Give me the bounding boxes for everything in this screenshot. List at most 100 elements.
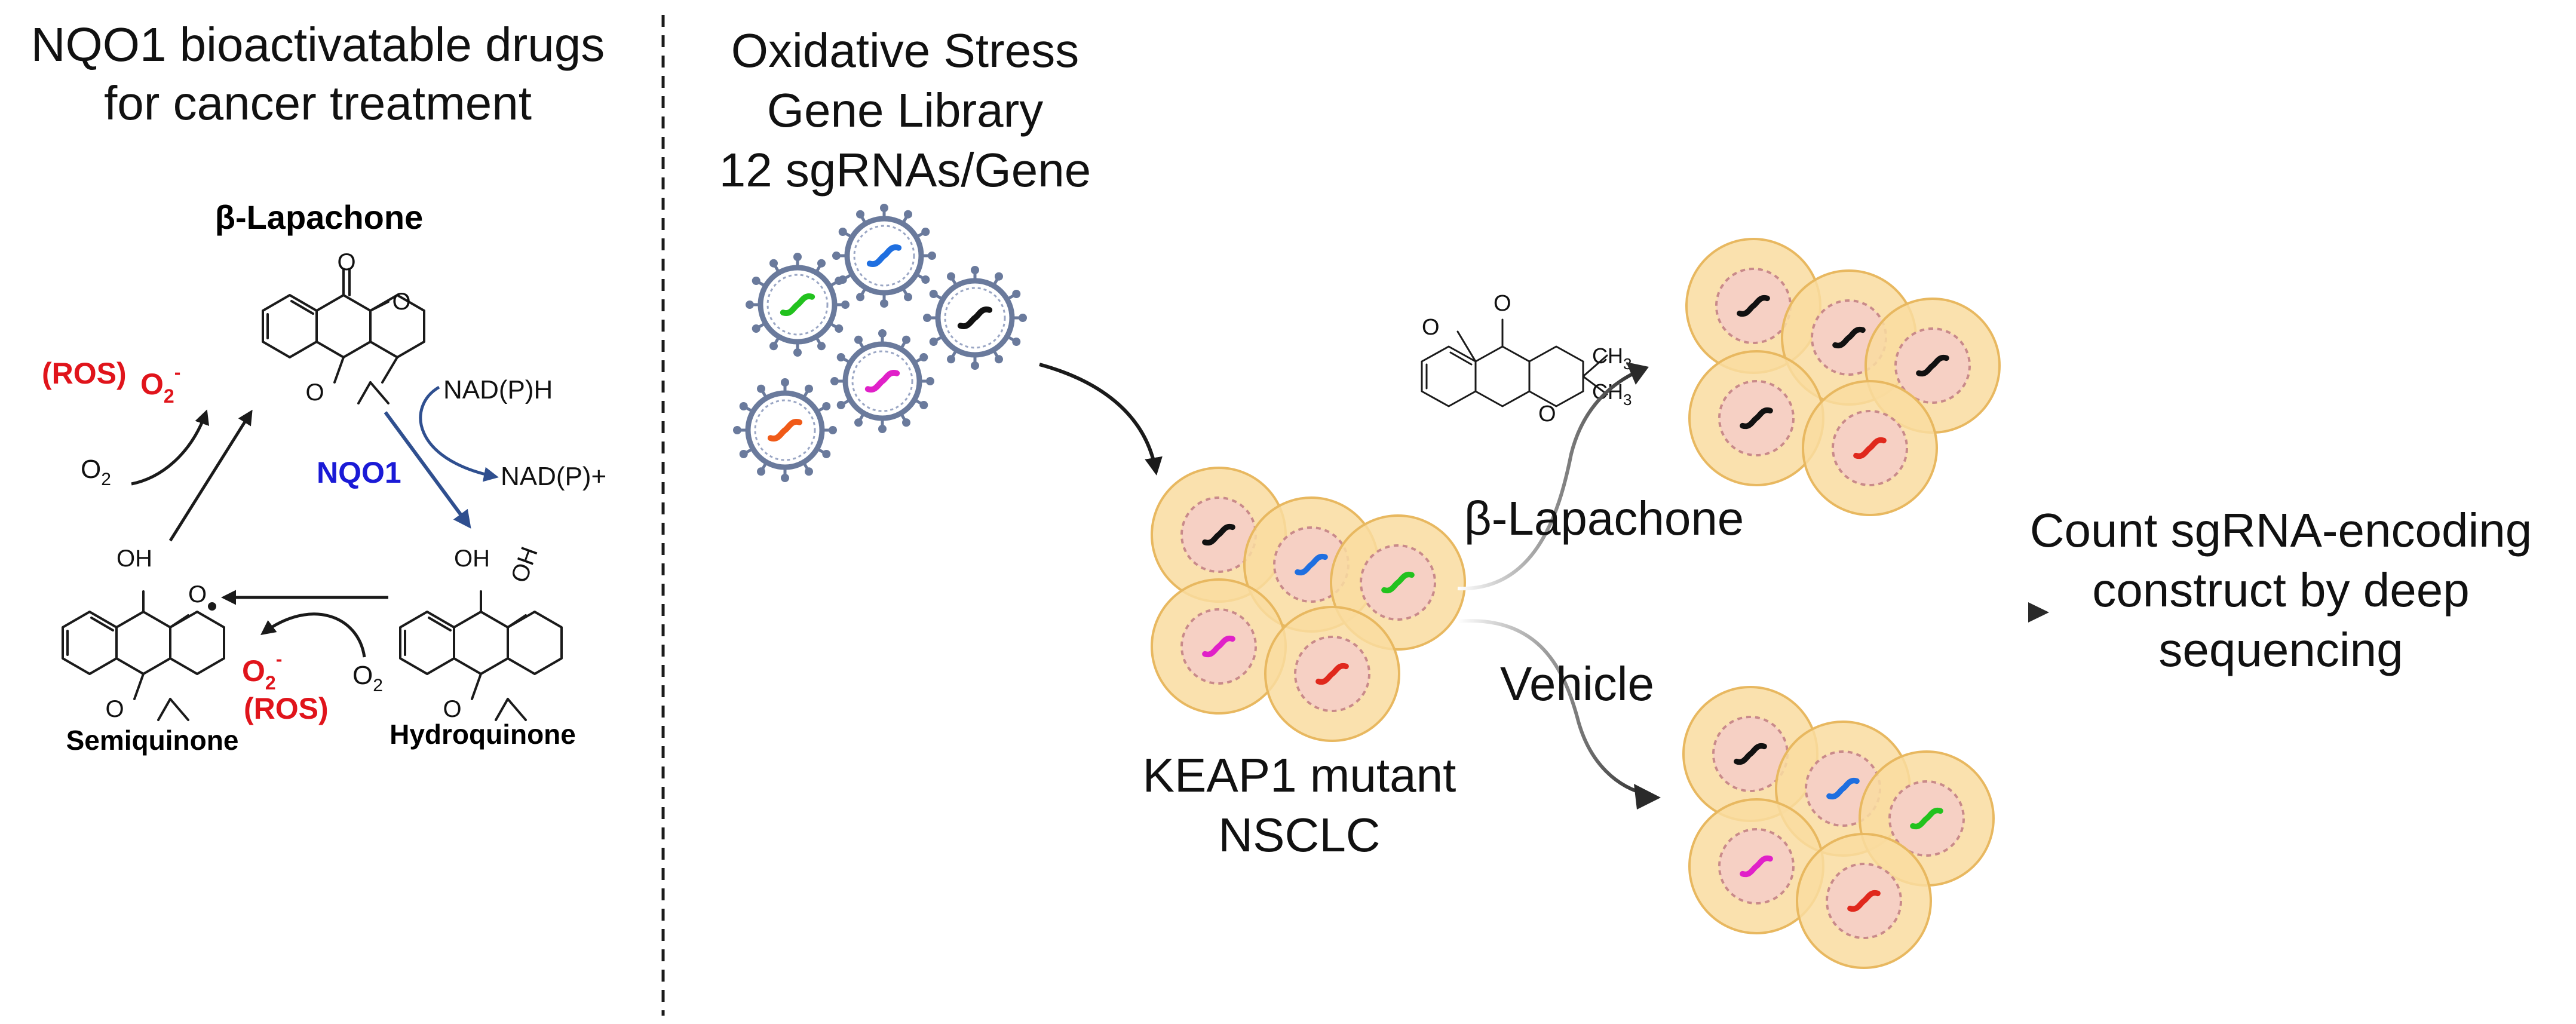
nadph-label: NAD(P)H	[443, 375, 553, 404]
sgrna-squiggle	[866, 244, 902, 267]
virus-spike-tip	[919, 401, 928, 409]
lentivirus-particle	[746, 253, 850, 357]
quinone-oxygen-1: O	[337, 249, 355, 275]
sgrna-squiggle	[1916, 354, 1949, 377]
virus-spike-tip	[878, 425, 887, 433]
vehicle-treatment-arrow	[1457, 619, 1649, 796]
virus-spike-tip	[835, 277, 844, 285]
virus-spike-tip	[817, 259, 826, 268]
lapachone-arrowhead	[1626, 362, 1649, 385]
virus-spike-tip	[919, 353, 928, 361]
cell	[1802, 380, 1938, 516]
virus-spike-tip	[769, 259, 778, 268]
beta-lapachone-molecule	[1421, 318, 1608, 407]
drug-ring-oxygen: O	[1538, 401, 1556, 427]
ring-oxygen: O	[305, 379, 324, 406]
virus-spike-tip	[904, 210, 912, 219]
semiquinone-label: Semiquinone	[66, 725, 239, 756]
cells-label-line1: KEAP1 mutant	[1143, 749, 1456, 802]
ros-label-top: (ROS)	[42, 357, 127, 390]
virus-spike-tip	[757, 467, 765, 476]
transduction-arrow	[1039, 363, 1163, 476]
virus-capsid	[766, 274, 829, 336]
virus-spike-tip	[1012, 338, 1021, 346]
library-title-line1: Oxidative Stress	[731, 24, 1079, 77]
virus-spike-tip	[832, 252, 841, 260]
sgrna-squiggle	[1910, 807, 1943, 830]
virus-spike-tip	[929, 338, 938, 346]
readout-line3: sequencing	[2158, 623, 2403, 676]
hydroquinone-structure	[399, 590, 563, 721]
sgrna-squiggle	[957, 306, 993, 329]
radical-dot	[208, 602, 216, 611]
virus-spike-tip	[971, 266, 979, 274]
virus-spike-tip	[1012, 290, 1021, 298]
lentivirus-particle	[832, 204, 936, 308]
library-title-line2: Gene Library	[767, 84, 1043, 137]
virus-spike-tip	[928, 252, 936, 260]
virus-spike-tip	[829, 426, 837, 434]
virus-spike-tip	[904, 293, 912, 302]
sgrna-squiggle	[1737, 295, 1770, 317]
oxygen-bottom: O2	[352, 661, 383, 695]
virus-spike-tip	[856, 210, 864, 219]
semiquinone-structure	[62, 590, 225, 721]
virus-spike-tip	[971, 361, 979, 370]
virus-capsid	[851, 350, 913, 412]
virus-spike-tip	[733, 426, 741, 434]
cell	[1796, 833, 1932, 969]
virus-spike-tip	[947, 272, 955, 281]
sgrna-squiggle	[780, 293, 815, 316]
virus-spike-tip	[781, 474, 789, 482]
cells-label-line2: NSCLC	[1218, 808, 1380, 861]
virus-spike-tip	[921, 275, 930, 284]
nqo1-label: NQO1	[317, 456, 401, 489]
lapachone-treated-cells	[1685, 238, 2001, 516]
virus-spike-tip	[856, 293, 864, 302]
vehicle-arrowhead	[1634, 784, 1661, 810]
virus-spike-tip	[835, 324, 844, 333]
nqo1-reduction-arrow	[384, 411, 471, 529]
sgrna-squiggle	[1740, 855, 1773, 878]
virus-spike-tip	[854, 335, 863, 344]
semiquinone-oxygen: O	[188, 581, 207, 608]
sgrna-squiggle	[1202, 523, 1235, 546]
hydroquinone-oh-1: OH	[454, 545, 490, 572]
lapachone-treatment-label: β-Lapachone	[1464, 492, 1744, 545]
virus-spike-tip	[880, 204, 888, 212]
virus-spike-tip	[739, 402, 748, 410]
sgrna-squiggle	[1381, 571, 1415, 594]
sgrna-squiggle	[1826, 777, 1860, 800]
compound-name-label: β-Lapachone	[215, 198, 423, 236]
nadp-label: NAD(P)+	[501, 462, 606, 491]
sgrna-squiggle	[1832, 326, 1866, 349]
vehicle-treated-cells	[1682, 686, 1995, 969]
semiquinone-ring-oxygen: O	[105, 696, 124, 722]
sgrna-squiggle	[1295, 553, 1328, 576]
virus-spike-tip	[838, 228, 847, 236]
virus-spike-tip	[902, 335, 910, 344]
virus-spike-tip	[921, 228, 930, 236]
lentivirus-particle	[830, 329, 934, 433]
sgrna-squiggle	[1315, 663, 1349, 685]
virus-spike-tip	[841, 301, 850, 309]
sgrna-squiggle	[1202, 635, 1235, 658]
cell	[1688, 350, 1824, 486]
virus-spike-tip	[830, 377, 839, 385]
virus-spike-tip	[769, 342, 778, 351]
virus-spike-tip	[822, 402, 831, 410]
drug-methyl-1: CH3	[1592, 344, 1632, 373]
transduced-cell-cluster	[1151, 467, 1466, 742]
sgrna-squiggle	[767, 419, 803, 442]
virus-spike-tip	[1019, 314, 1027, 322]
vehicle-treatment-label: Vehicle	[1500, 657, 1654, 710]
readout-line1: Count sgRNA-encoding	[2030, 504, 2532, 557]
virus-capsid	[754, 399, 816, 461]
virus-spike-tip	[878, 329, 887, 338]
left-title-line1: NQO1 bioactivatable drugs	[31, 18, 605, 71]
virus-spike-tip	[995, 272, 1003, 281]
virus-spike-tip	[923, 314, 931, 322]
superoxide-top: O2-	[140, 361, 180, 407]
